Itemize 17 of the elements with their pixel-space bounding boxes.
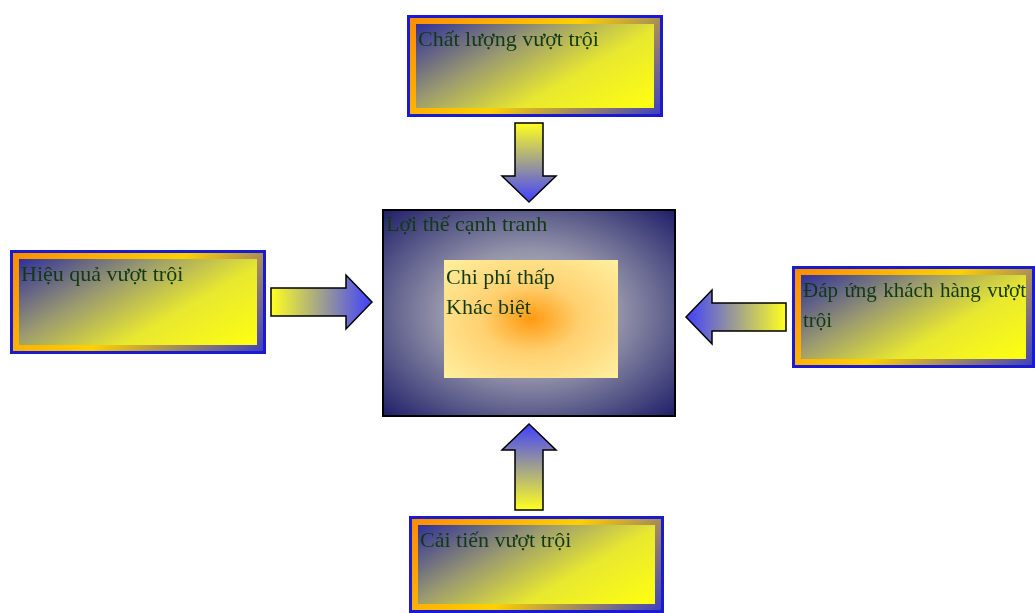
outer-panel: [382, 209, 676, 417]
block-arrow: [270, 273, 374, 331]
block-arrow: [684, 288, 787, 346]
box-text: Cải tiến vượt trội: [419, 526, 573, 554]
panel-heading: Lợi thế cạnh tranh: [385, 210, 549, 238]
block-arrow: [500, 422, 558, 511]
inner-panel: [444, 260, 618, 378]
box-text: Đáp ứng khách hàng vượt trội: [802, 277, 1026, 334]
text-box: [10, 250, 266, 354]
block-arrow: [500, 122, 558, 204]
text-box: [407, 15, 663, 117]
box-text: Khác biệt: [445, 293, 532, 321]
box-text: Chi phí thấp: [445, 263, 556, 291]
text-box: [792, 266, 1035, 368]
text-box: [409, 516, 664, 613]
box-text: Hiệu quả vượt trội: [20, 260, 185, 288]
box-text: Chất lượng vượt trội: [417, 25, 600, 53]
